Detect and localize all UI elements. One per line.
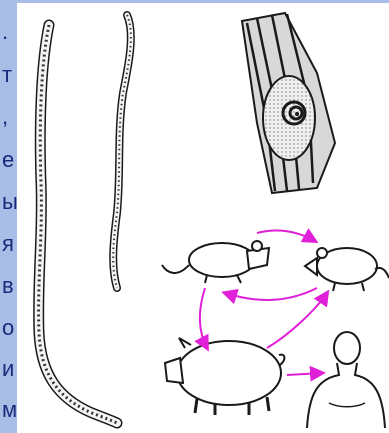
side-char: и (2, 357, 14, 381)
arrow-pig-to-rat (267, 293, 327, 348)
side-char: о (2, 316, 14, 340)
arrow-rat-back (225, 288, 317, 300)
pig-drawing (165, 338, 284, 415)
rat-left-drawing (162, 241, 269, 283)
arrow-rat-to-rat (257, 231, 315, 241)
muscle-cyst-drawing (242, 13, 335, 193)
side-char: т (2, 63, 12, 87)
illustration-panel (17, 3, 389, 433)
arrow-pig-to-human (287, 373, 322, 375)
side-char: е (2, 148, 14, 172)
side-char: , (2, 105, 8, 129)
rat-right-drawing (305, 248, 389, 291)
trichinella-lifecycle-diagram (17, 3, 389, 433)
side-char: . (2, 20, 8, 44)
side-char: м (2, 398, 17, 422)
side-char: в (2, 274, 14, 298)
human-drawing (307, 332, 385, 428)
female-worm-drawing (39, 25, 117, 423)
side-char: я (2, 232, 14, 256)
side-char: ы (2, 190, 18, 214)
male-worm-drawing (113, 15, 131, 288)
arrow-rat-to-pig (200, 288, 207, 348)
